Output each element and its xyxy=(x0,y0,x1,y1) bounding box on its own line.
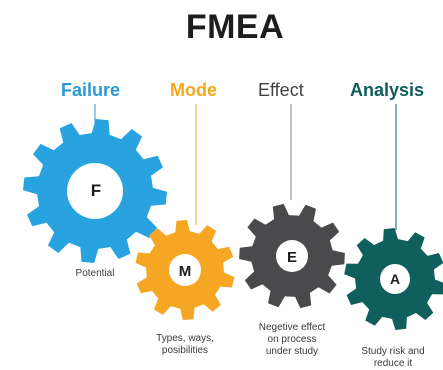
gear-failure xyxy=(23,119,167,263)
gear-hub-a xyxy=(380,264,410,294)
diagram-title: FMEA xyxy=(185,8,285,46)
gear-letter-a: A xyxy=(390,271,400,287)
word-failure: Failure xyxy=(61,80,121,100)
gear-effect xyxy=(239,203,345,309)
desc-analysis: Study risk and reduce it xyxy=(345,346,441,370)
word-analysis: Analysis xyxy=(350,80,425,100)
desc-analysis-line-1: Study risk and xyxy=(361,346,425,357)
gear-analysis xyxy=(344,228,443,330)
desc-mode: Types, ways, posibilities xyxy=(140,333,230,357)
gear-letter-m: M xyxy=(179,263,192,280)
gear-letter-f: F xyxy=(91,181,101,200)
word-effect: Effect xyxy=(258,80,304,100)
gear-hub-e xyxy=(276,240,308,272)
desc-analysis-line-2: reduce it xyxy=(373,358,413,369)
gear-hub-f xyxy=(67,163,123,219)
desc-effect-line-2: on process xyxy=(267,334,317,345)
desc-mode-line-1: Types, ways, xyxy=(156,333,214,344)
desc-failure: Potential xyxy=(75,268,115,279)
word-mode: Mode xyxy=(170,80,217,100)
gear-hub-m xyxy=(169,254,201,286)
gear-mode xyxy=(135,220,235,320)
desc-mode-line-2: posibilities xyxy=(161,345,209,356)
gear-letter-e: E xyxy=(287,249,297,266)
desc-effect: Negetive effect on process under study xyxy=(240,322,344,358)
desc-effect-line-3: under study xyxy=(265,346,319,357)
desc-effect-line-1: Negetive effect xyxy=(258,322,326,333)
